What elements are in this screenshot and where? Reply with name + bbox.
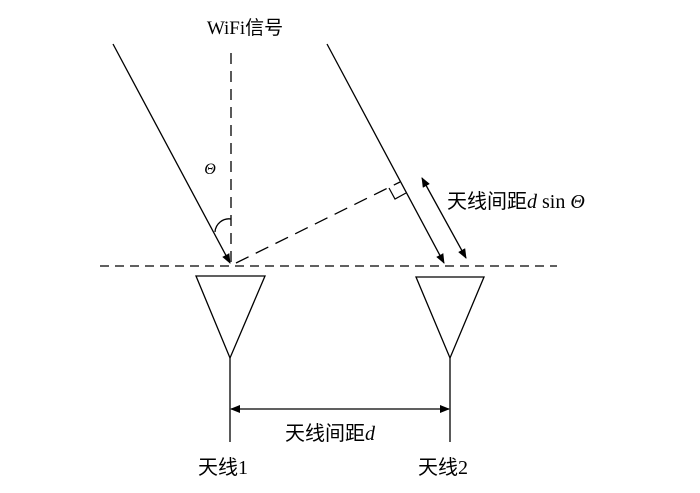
angle-arc: [214, 218, 232, 233]
antenna-2-icon: [415, 276, 485, 442]
wifi-signal-title: WiFi信号: [207, 17, 283, 39]
signal-ray-1: [112, 43, 231, 264]
antenna-1-label: 天线1: [198, 456, 248, 479]
signal-ray-2: [326, 43, 445, 264]
antenna-1-icon: [195, 275, 266, 442]
angle-label: Θ: [204, 161, 216, 178]
right-angle-marker: [388, 187, 407, 200]
path-difference-label: 天线间距d sin Θ: [447, 190, 585, 213]
antenna-2-label: 天线2: [418, 456, 468, 479]
path-difference-arrow: [421, 177, 467, 259]
spacing-label: 天线间距d: [285, 422, 376, 445]
wavefront-line: [235, 181, 401, 264]
